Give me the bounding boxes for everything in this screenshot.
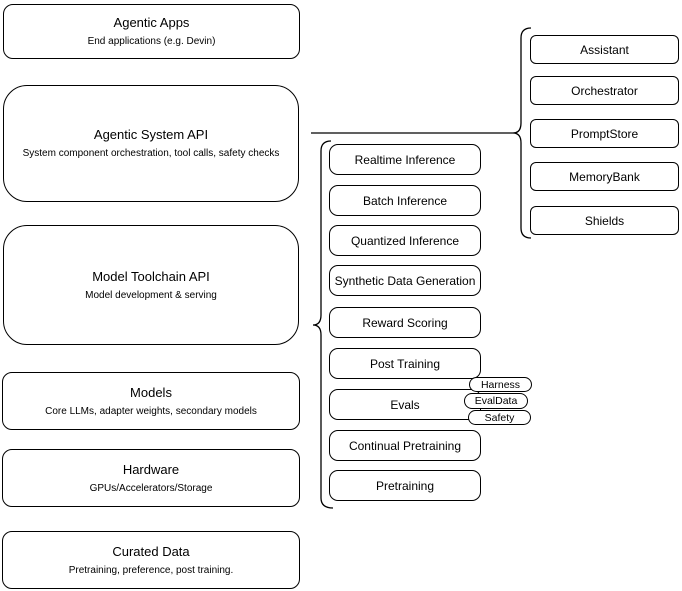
node-label: Orchestrator [571,83,638,98]
tag-label: Harness [480,378,521,391]
node-agentic-system-api: Agentic System API System component orch… [3,85,299,202]
system-components-brace [512,27,532,239]
node-label: Continual Pretraining [348,438,462,453]
node-agentic-apps: Agentic Apps End applications (e.g. Devi… [3,4,300,59]
node-promptstore: PromptStore [530,119,679,148]
node-label: Realtime Inference [354,152,456,167]
node-realtime-inference: Realtime Inference [329,144,481,175]
node-quantized-inference: Quantized Inference [329,225,481,256]
node-synthetic-data-generation: Synthetic Data Generation [329,265,481,296]
node-label: Shields [584,213,625,228]
node-label: Pretraining [375,478,435,493]
node-batch-inference: Batch Inference [329,185,481,216]
node-evals: Evals [329,389,481,420]
node-models: Models Core LLMs, adapter weights, secon… [2,372,300,430]
node-label: Batch Inference [362,193,448,208]
node-title: Agentic System API [93,127,209,142]
node-label: Synthetic Data Generation [334,273,476,288]
node-continual-pretraining: Continual Pretraining [329,430,481,461]
node-reward-scoring: Reward Scoring [329,307,481,338]
node-subtitle: GPUs/Accelerators/Storage [89,482,213,494]
node-subtitle: Model development & serving [85,289,217,301]
node-subtitle: System component orchestration, tool cal… [22,148,280,159]
node-label: PromptStore [570,126,639,141]
node-title: Hardware [122,461,180,477]
node-title: Models [130,384,172,400]
node-pretraining: Pretraining [329,470,481,501]
tag-safety: Safety [468,410,531,425]
node-orchestrator: Orchestrator [530,76,679,105]
node-label: Evals [390,397,420,412]
node-label: Assistant [580,42,629,57]
node-shields: Shields [530,206,679,235]
node-subtitle: Pretraining, preference, post training. [68,564,234,576]
node-assistant: Assistant [530,35,679,64]
node-hardware: Hardware GPUs/Accelerators/Storage [2,449,300,507]
node-subtitle: Core LLMs, adapter weights, secondary mo… [45,405,257,417]
node-model-toolchain-api: Model Toolchain API Model development & … [3,225,299,345]
node-title: Model Toolchain API [92,268,210,284]
node-label: Quantized Inference [350,233,460,248]
tag-label: EvalData [474,395,518,407]
node-subtitle: End applications (e.g. Devin) [87,36,216,47]
tag-harness: Harness [469,377,532,392]
node-post-training: Post Training [329,348,481,379]
node-label: MemoryBank [569,169,640,184]
tag-label: Safety [484,411,515,424]
node-label: Reward Scoring [362,315,448,330]
node-memorybank: MemoryBank [530,162,679,191]
node-curated-data: Curated Data Pretraining, preference, po… [2,531,300,589]
node-title: Curated Data [112,543,190,559]
node-title: Agentic Apps [113,15,190,30]
tag-evaldata: EvalData [464,393,528,409]
node-label: Post Training [369,356,441,371]
